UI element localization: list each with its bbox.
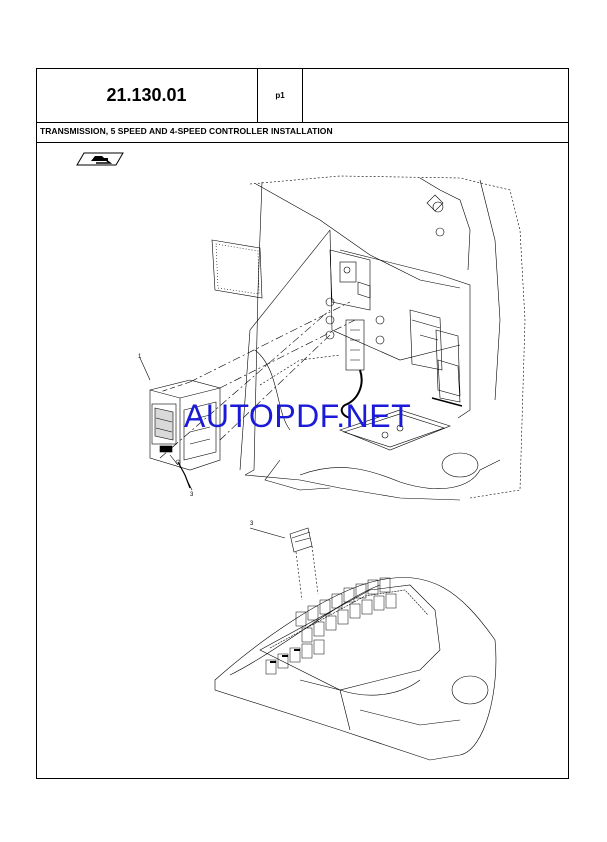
cab-panel-assembly (211, 175, 526, 501)
switch-console: 3 (214, 521, 497, 761)
callout-3a: 3 (190, 492, 194, 498)
controller-module (149, 301, 356, 489)
parts-reference-icon (76, 152, 124, 166)
watermark: AUTOPDF.NET (184, 398, 412, 434)
page-number: p1 (258, 68, 303, 123)
exploded-view-drawing: 1 3 3 (138, 175, 526, 761)
header-divider (303, 122, 569, 123)
callout-1: 1 (138, 354, 142, 360)
callout-3b: 3 (250, 521, 254, 527)
document-code: 21.130.01 (36, 68, 258, 123)
title-divider (36, 142, 569, 143)
section-title: TRANSMISSION, 5 SPEED AND 4-SPEED CONTRO… (40, 126, 333, 136)
